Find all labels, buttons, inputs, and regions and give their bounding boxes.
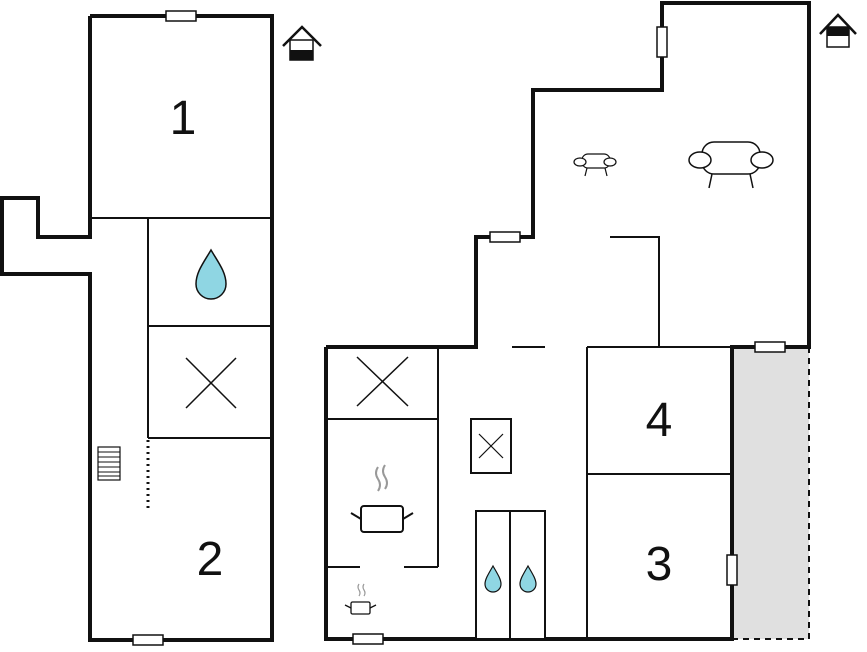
window [656, 26, 668, 58]
water-drop-icon [519, 564, 537, 593]
house-entrance-icon [282, 25, 322, 61]
window [165, 10, 197, 22]
window [726, 554, 738, 586]
boxed-x-icon [470, 418, 512, 474]
water-drop-icon [484, 564, 502, 593]
living-room-sofa-icon [688, 141, 774, 189]
stairs-icon [97, 446, 121, 481]
room-number-2: 2 [197, 533, 224, 586]
terrace-dashed-border [732, 347, 810, 640]
window [754, 341, 786, 353]
kitchen-pot-icon [350, 464, 414, 533]
right-unit-outer-wall [324, 1, 811, 641]
right-unit: 4 3 [324, 1, 857, 645]
armchair-icon [573, 153, 617, 177]
room-number-3: 3 [646, 538, 673, 591]
wall-line [610, 236, 660, 347]
room-number-1: 1 [170, 92, 197, 145]
small-pot-icon [344, 583, 377, 615]
house-entrance-icon [819, 13, 857, 48]
window [489, 231, 521, 243]
terrace-area [732, 347, 809, 639]
window [352, 633, 384, 645]
toilet-x-icon [356, 356, 409, 407]
window [132, 634, 164, 646]
left-unit: 1 2 [0, 10, 322, 646]
water-drop-icon [195, 248, 227, 300]
toilet-x-icon [185, 357, 237, 409]
left-unit-outer-wall [0, 14, 274, 642]
room-number-4: 4 [646, 394, 673, 447]
